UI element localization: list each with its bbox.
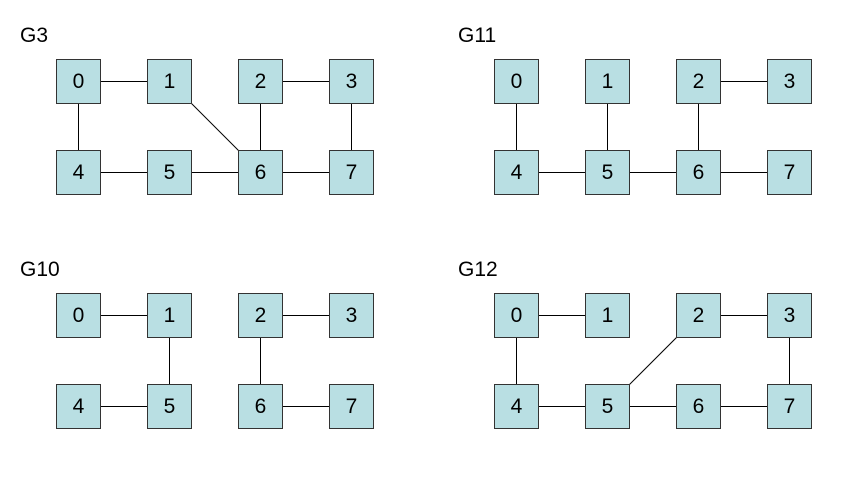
node-6: 6 <box>676 150 721 195</box>
graph-title: G10 <box>20 258 60 281</box>
node-0: 0 <box>494 293 539 338</box>
node-1: 1 <box>585 59 630 104</box>
node-3: 3 <box>329 293 374 338</box>
node-1: 1 <box>585 293 630 338</box>
node-5: 5 <box>147 150 192 195</box>
node-2: 2 <box>238 59 283 104</box>
node-1: 1 <box>147 59 192 104</box>
node-7: 7 <box>329 384 374 429</box>
node-7: 7 <box>329 150 374 195</box>
node-3: 3 <box>767 293 812 338</box>
node-2: 2 <box>676 59 721 104</box>
node-6: 6 <box>676 384 721 429</box>
node-7: 7 <box>767 384 812 429</box>
node-2: 2 <box>238 293 283 338</box>
graph-title: G12 <box>458 258 498 281</box>
graph-g12: G12 0 1 2 3 4 5 6 7 <box>458 258 838 458</box>
node-4: 4 <box>494 384 539 429</box>
node-6: 6 <box>238 150 283 195</box>
graph-g10: G10 0 1 2 3 4 5 6 7 <box>20 258 400 458</box>
node-6: 6 <box>238 384 283 429</box>
graph-title: G11 <box>458 24 497 47</box>
node-4: 4 <box>56 384 101 429</box>
node-5: 5 <box>585 384 630 429</box>
node-4: 4 <box>494 150 539 195</box>
node-3: 3 <box>329 59 374 104</box>
graph-g11: G11 0 1 2 3 4 5 6 7 <box>458 24 838 224</box>
node-0: 0 <box>56 293 101 338</box>
node-0: 0 <box>56 59 101 104</box>
graph-g3: G3 0 1 2 3 4 5 6 7 <box>20 24 400 224</box>
node-1: 1 <box>147 293 192 338</box>
node-3: 3 <box>767 59 812 104</box>
node-0: 0 <box>494 59 539 104</box>
node-5: 5 <box>147 384 192 429</box>
node-2: 2 <box>676 293 721 338</box>
node-4: 4 <box>56 150 101 195</box>
node-5: 5 <box>585 150 630 195</box>
graph-title: G3 <box>20 24 49 47</box>
node-7: 7 <box>767 150 812 195</box>
